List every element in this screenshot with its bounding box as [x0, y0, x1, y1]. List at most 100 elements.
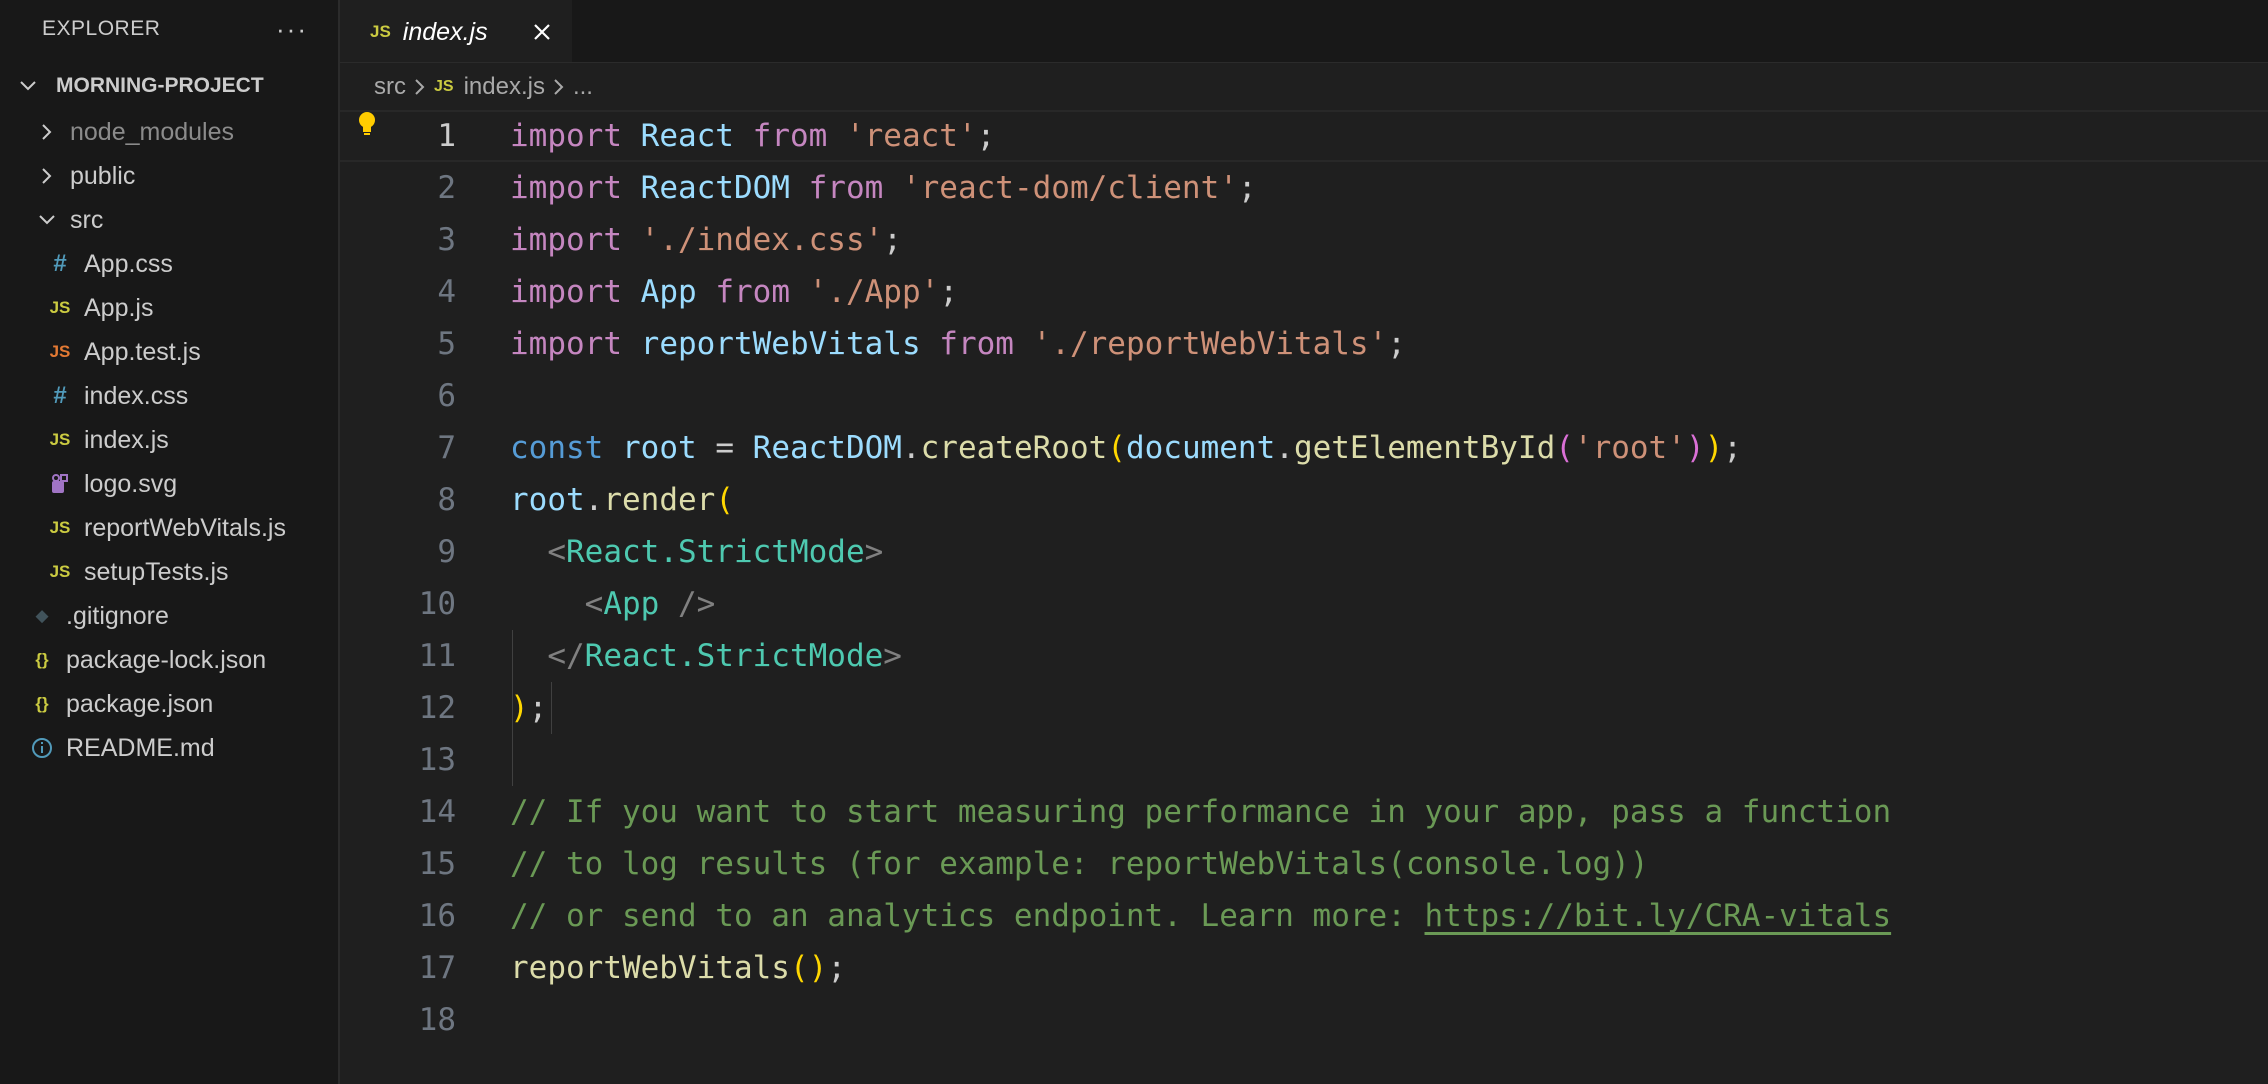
code-line: 18 — [340, 994, 2268, 1046]
tree-item-label: README.md — [66, 733, 215, 762]
tab-bar: JS index.js — [340, 0, 2268, 63]
code-text: import reportWebVitals from './reportWeb… — [510, 326, 1406, 362]
code-text: reportWebVitals(); — [510, 950, 846, 986]
code-text: <App /> — [584, 586, 716, 622]
code-text: import ReactDOM from 'react-dom/client'; — [510, 170, 1257, 206]
code-text: </React.StrictMode> — [547, 638, 902, 674]
git-diamond-icon: ◆ — [35, 606, 49, 625]
tree-item-label: public — [70, 161, 136, 190]
tree-item-index-css[interactable]: # index.css — [0, 374, 338, 418]
tree-item-label: App.test.js — [84, 337, 201, 366]
breadcrumb-file[interactable]: index.js — [463, 73, 545, 100]
tree-item-node-modules[interactable]: node_modules — [0, 110, 338, 154]
line-number: 18 — [418, 1002, 456, 1038]
tree-item-readme-md[interactable]: README.md — [0, 726, 338, 770]
tree-item-package-lock-json[interactable]: {} package-lock.json — [0, 638, 338, 682]
js-file-icon: JS — [49, 430, 71, 449]
tree-item-public[interactable]: public — [0, 154, 338, 198]
tree-item-app-test-js[interactable]: JS App.test.js — [0, 330, 338, 374]
code-line: 15 // to log results (for example: repor… — [340, 838, 2268, 890]
breadcrumb: src JS index.js ... — [340, 63, 2268, 111]
json-braces-icon: {} — [35, 650, 49, 669]
code-text: ); — [510, 690, 548, 726]
css-hash-icon: # — [53, 250, 67, 277]
line-number: 16 — [418, 898, 456, 934]
comment-link[interactable]: https://bit.ly/CRA-vitals — [1424, 898, 1892, 934]
tree-item-label: setupTests.js — [84, 557, 229, 586]
line-number: 15 — [418, 846, 456, 882]
line-number: 14 — [418, 794, 456, 830]
project-name: MORNING-PROJECT — [56, 74, 264, 97]
js-file-icon: JS — [434, 78, 454, 95]
line-number: 6 — [437, 378, 456, 414]
line-number: 12 — [418, 690, 456, 726]
line-number: 5 — [437, 326, 456, 362]
tree-item-label: logo.svg — [84, 469, 178, 498]
css-hash-icon: # — [53, 382, 67, 409]
code-text: root.render( — [510, 482, 734, 518]
js-file-icon: JS — [49, 298, 71, 317]
code-line: 5 import reportWebVitals from './reportW… — [340, 318, 2268, 370]
project-root-folder[interactable]: MORNING-PROJECT — [0, 66, 338, 106]
code-text: import App from './App'; — [510, 274, 958, 310]
tree-item-label: package-lock.json — [66, 645, 267, 674]
tree-item-label: node_modules — [70, 117, 235, 146]
explorer-title: EXPLORER — [42, 17, 161, 40]
line-number: 7 — [437, 430, 456, 466]
code-line: 8 root.render( — [340, 474, 2268, 526]
lightbulb-icon[interactable] — [356, 110, 378, 140]
code-line: 11 </React.StrictMode> — [340, 630, 2268, 682]
svg-file-icon — [48, 473, 72, 495]
tree-item-label: App.css — [84, 249, 173, 278]
tree-item-gitignore[interactable]: ◆ .gitignore — [0, 594, 338, 638]
chevron-right-icon — [553, 78, 565, 96]
chevron-right-icon — [414, 78, 426, 96]
editor-pane: JS index.js src JS index.js ... — [340, 0, 2268, 1084]
code-comment: // If you want to start measuring perfor… — [510, 794, 1892, 830]
code-comment: // or send to an analytics endpoint. Lea… — [510, 898, 1892, 934]
tree-item-setup-tests-js[interactable]: JS setupTests.js — [0, 550, 338, 594]
tree-item-index-js[interactable]: JS index.js — [0, 418, 338, 462]
close-icon[interactable] — [530, 20, 554, 44]
tree-item-label: package.json — [66, 689, 214, 718]
tree-item-app-css[interactable]: # App.css — [0, 242, 338, 286]
info-circle-icon — [30, 737, 54, 759]
code-line: 14 // If you want to start measuring per… — [340, 786, 2268, 838]
tab-index-js[interactable]: JS index.js — [340, 0, 572, 62]
line-number: 13 — [418, 742, 456, 778]
tree-item-label: .gitignore — [66, 601, 169, 630]
js-file-icon: JS — [370, 22, 391, 41]
tree-item-src[interactable]: src — [0, 198, 338, 242]
code-line: 4 import App from './App'; — [340, 266, 2268, 318]
tree-item-label: index.js — [84, 425, 169, 454]
code-editor[interactable]: 1 import React from 'react'; 2 import Re… — [340, 110, 2268, 1084]
tree-item-app-js[interactable]: JS App.js — [0, 286, 338, 330]
code-line: 9 <React.StrictMode> — [340, 526, 2268, 578]
code-comment: // to log results (for example: reportWe… — [510, 846, 1649, 882]
tree-item-package-json[interactable]: {} package.json — [0, 682, 338, 726]
tree-item-label: src — [70, 205, 104, 234]
indent-guide — [512, 630, 513, 786]
line-number: 1 — [437, 118, 456, 154]
code-line: 17 reportWebVitals(); — [340, 942, 2268, 994]
breadcrumb-folder[interactable]: src — [374, 73, 406, 100]
tree-item-report-web-vitals-js[interactable]: JS reportWebVitals.js — [0, 506, 338, 550]
line-number: 11 — [418, 638, 456, 674]
breadcrumb-symbol[interactable]: ... — [572, 73, 593, 100]
code-text: <React.StrictMode> — [547, 534, 884, 570]
code-line: 7 const root = ReactDOM.createRoot(docum… — [340, 422, 2268, 474]
tree-item-logo-svg[interactable]: logo.svg — [0, 462, 338, 506]
chevron-down-icon — [34, 214, 60, 226]
code-line: 3 import './index.css'; — [340, 214, 2268, 266]
line-number: 10 — [418, 586, 456, 622]
more-actions-icon[interactable]: ··· — [276, 13, 308, 44]
js-file-icon: JS — [49, 518, 71, 537]
line-number: 9 — [437, 534, 456, 570]
chevron-right-icon — [34, 167, 60, 185]
code-line: 6 — [340, 370, 2268, 422]
explorer-header: EXPLORER ··· — [0, 0, 338, 58]
code-line: 1 import React from 'react'; — [340, 110, 2268, 162]
line-number: 8 — [437, 482, 456, 518]
code-text: import './index.css'; — [510, 222, 902, 258]
js-test-file-icon: JS — [49, 342, 71, 361]
